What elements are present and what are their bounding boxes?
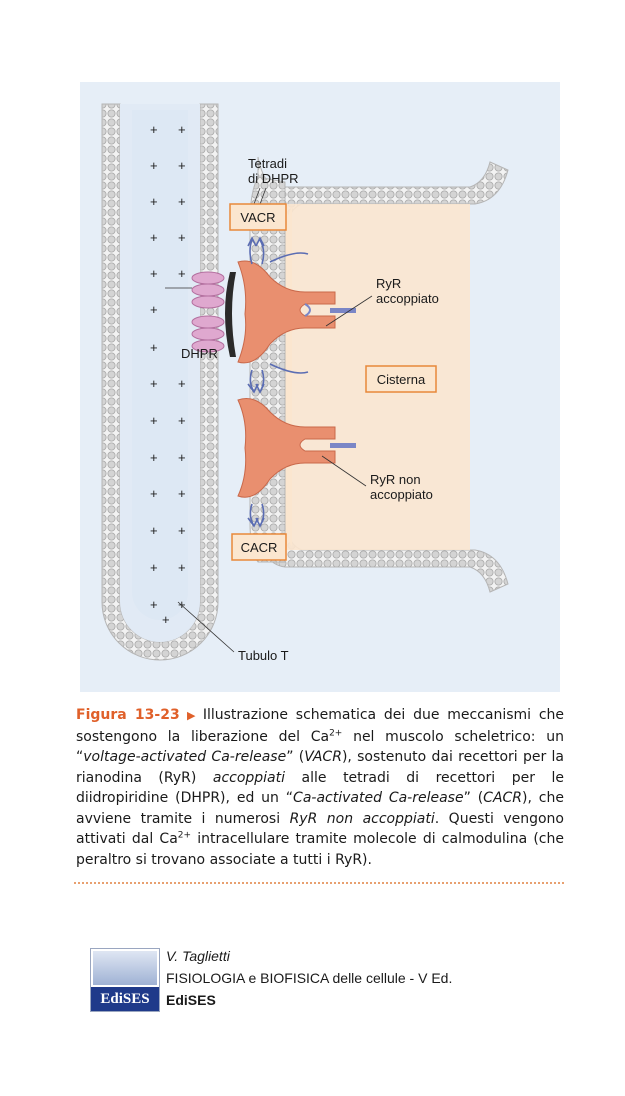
caption-figure-label: Figura 13-23 xyxy=(76,707,180,723)
label-tetradi-line2: di DHPR xyxy=(248,171,299,186)
plus-sign: + xyxy=(178,560,186,575)
figure-caption: Figura 13-23▶Illustrazione schematica de… xyxy=(76,705,564,870)
plus-sign: + xyxy=(178,523,186,538)
cacr-box xyxy=(231,533,287,561)
label-tubulo: Tubulo T xyxy=(238,648,289,663)
plus-sign: + xyxy=(150,560,158,575)
plus-sign: + xyxy=(162,612,170,627)
label-ryr-coupled-line1: RyR xyxy=(376,276,401,291)
plus-sign: + xyxy=(178,597,186,612)
caption-text-8: . Questi vengono attivati dal Ca xyxy=(76,810,564,848)
ecc-coupling-diagram: + + + + + + + + + + + + + + + + + + + + + + + + + + + Tetradi di D… xyxy=(80,82,560,692)
plus-sign: + xyxy=(178,486,186,501)
plus-sign: + xyxy=(178,194,186,209)
label-vacr: VACR xyxy=(240,210,275,225)
publisher-block: EdiSES V. Taglietti FISIOLOGIA e BIOFISI… xyxy=(90,948,530,1018)
label-ryr-uncoupled-line1: RyR non xyxy=(370,472,421,487)
leader-line-ryr-uncoupled xyxy=(321,455,367,487)
plus-sign: + xyxy=(178,122,186,137)
ca-release-arrows xyxy=(247,236,309,528)
plus-sign: + xyxy=(150,122,158,137)
leader-line-tetradi-b xyxy=(259,187,267,205)
plus-sign: + xyxy=(150,597,158,612)
caption-italic-1: voltage-activated Ca-release xyxy=(83,749,287,765)
plus-sign: + xyxy=(150,158,158,173)
caption-sup-2: 2+ xyxy=(177,830,192,841)
book-icon xyxy=(93,951,157,985)
caption-text-9: intracellulare tramite molecole di calmo… xyxy=(76,831,564,868)
label-ryr-coupled-line2: accoppiato xyxy=(376,291,439,306)
label-cacr: CACR xyxy=(241,540,278,555)
edises-logo: EdiSES xyxy=(90,948,160,1012)
leader-line-tetradi-a xyxy=(253,187,261,205)
plus-sign: + xyxy=(150,230,158,245)
plus-sign: + xyxy=(150,413,158,428)
plus-sign: + xyxy=(150,376,158,391)
plus-sign: + xyxy=(178,230,186,245)
dotted-divider xyxy=(74,882,564,884)
leader-line-ryr-coupled xyxy=(325,295,373,327)
caption-text-5: alle tetradi di recettori per le diidrop… xyxy=(76,769,564,807)
plus-sign: + xyxy=(178,376,186,391)
caption-italic-2: VACR xyxy=(304,749,342,765)
label-tetradi-line1: Tetradi xyxy=(248,156,287,171)
plus-sign: + xyxy=(150,302,158,317)
t-tubule xyxy=(101,103,219,661)
caption-italic-3: accoppiati xyxy=(212,769,286,786)
ryr-coupled xyxy=(237,260,356,364)
caption-text-1: Illustrazione schematica dei due meccani… xyxy=(76,707,564,745)
sr-junctional-membrane xyxy=(249,176,286,563)
book-author: V. Taglietti xyxy=(166,948,230,964)
book-title: FISIOLOGIA e BIOFISICA delle cellule - V… xyxy=(166,970,453,986)
plus-sign: + xyxy=(178,450,186,465)
plus-sign: + xyxy=(178,413,186,428)
plus-sign: + xyxy=(150,266,158,281)
plus-sign: + xyxy=(150,450,158,465)
plus-sign: + xyxy=(150,340,158,355)
caption-text-7: ), che avviene tramite i numerosi xyxy=(76,790,564,827)
plus-sign: + xyxy=(150,523,158,538)
caption-sup-1: 2+ xyxy=(329,727,343,738)
caption-text-3: ” ( xyxy=(286,749,305,765)
caption-arrow-icon: ▶ xyxy=(183,709,199,722)
label-cisterna: Cisterna xyxy=(377,372,426,387)
caption-italic-4: Ca-activated Ca-release xyxy=(293,790,464,806)
ryr-uncoupled xyxy=(237,398,356,498)
plus-signs: + + + + + + + + + + + + + + + + + + + + + + + + + + + xyxy=(150,122,186,627)
dhpr-tetrads xyxy=(191,271,236,357)
leader-line-tubulo xyxy=(177,601,235,653)
caption-text-2: nel muscolo scheletrico: un “ xyxy=(76,728,565,766)
vacr-box xyxy=(229,203,287,231)
caption-text-4: ), sostenuto dai recettori per la rianod… xyxy=(76,749,564,786)
plus-sign: + xyxy=(178,266,186,281)
plus-sign: + xyxy=(150,194,158,209)
publisher-name: EdiSES xyxy=(166,992,216,1008)
logo-text: EdiSES xyxy=(91,987,159,1011)
caption-text-6: ” ( xyxy=(463,790,484,806)
label-dhpr: DHPR xyxy=(181,346,218,361)
caption-italic-5: CACR xyxy=(483,790,523,806)
cisterna-box xyxy=(365,365,437,393)
label-ryr-uncoupled-line2: accoppiato xyxy=(370,487,433,502)
plus-sign: + xyxy=(150,486,158,501)
caption-italic-6: RyR non accoppiati xyxy=(289,810,435,827)
diagram-panel: + + + + + + + + + + + + + + + + + + + + + + + + + + + Tetradi di D… xyxy=(80,82,560,692)
plus-sign: + xyxy=(178,158,186,173)
